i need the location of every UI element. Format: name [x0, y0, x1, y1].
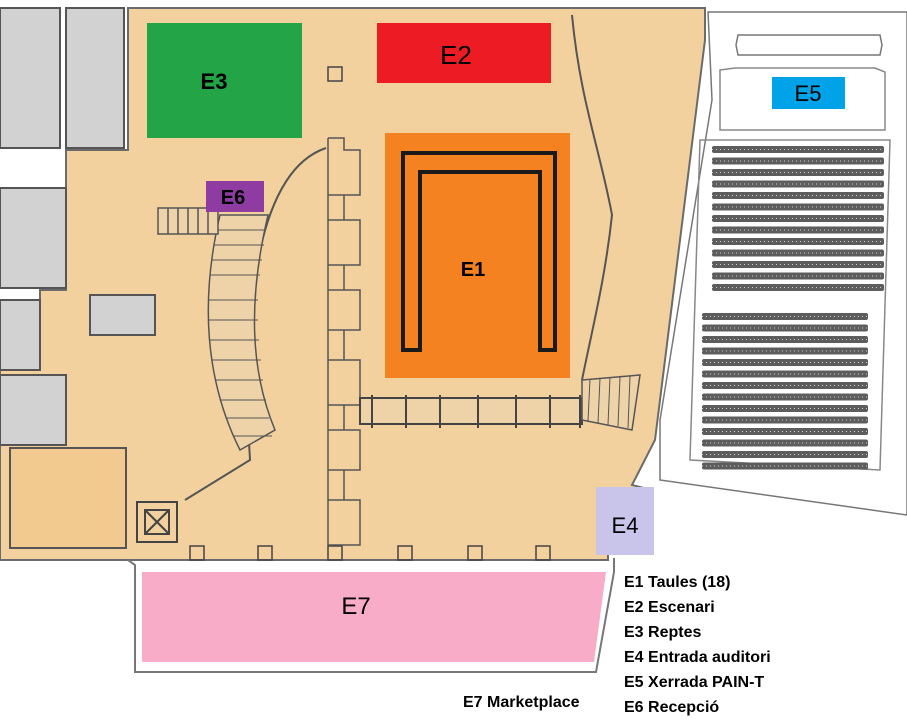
seat-row	[712, 238, 884, 245]
seat-row	[702, 382, 868, 389]
zone-e2[interactable]	[377, 23, 551, 83]
seat-row	[702, 324, 868, 332]
legend-item-e5: E5 Xerrada PAIN-T	[624, 674, 765, 691]
legend-item-e1: E1 Taules (18)	[624, 574, 731, 591]
seat-row	[702, 370, 868, 378]
legend-item-e4: E4 Entrada auditori	[624, 649, 771, 666]
legend-item-e6: E6 Recepció	[624, 699, 720, 716]
zone-e1[interactable]	[385, 133, 570, 378]
seat-row	[702, 439, 868, 447]
table-outline	[401, 151, 557, 352]
seat-row	[702, 347, 868, 355]
zone-e5-label: E5	[795, 81, 822, 106]
zone-e2-label: E2	[440, 40, 472, 70]
seat-row	[712, 272, 884, 280]
seat-row	[702, 428, 868, 435]
seat-row	[702, 416, 868, 424]
left-rooms	[0, 7, 156, 446]
central-partition	[327, 137, 361, 546]
elevator-icon	[136, 501, 178, 543]
legend: E1 Taules (18) E2 Escenari E3 Reptes E4 …	[624, 570, 771, 720]
zone-e6[interactable]	[206, 181, 264, 212]
seat-row	[712, 157, 884, 165]
auditorium-seats	[702, 146, 884, 470]
zone-e4[interactable]	[596, 487, 654, 555]
seat-row	[702, 393, 868, 401]
zone-e6-label: E6	[221, 187, 245, 209]
legend-item-e2: E2 Escenari	[624, 599, 715, 616]
legend-item-e7: E7 Marketplace	[463, 694, 580, 711]
seat-row	[702, 462, 868, 470]
curved-stair-steps	[209, 229, 272, 437]
zone-e4-label: E4	[612, 513, 639, 538]
seat-row	[712, 226, 884, 234]
zone-e5[interactable]	[772, 77, 845, 109]
zone-e7[interactable]	[142, 572, 606, 662]
right-stair-steps	[587, 375, 631, 429]
seat-row	[712, 249, 884, 257]
bridge	[359, 395, 583, 428]
zone-e3[interactable]	[147, 23, 302, 138]
legend-item-e3: E3 Reptes	[624, 624, 702, 641]
seat-row	[702, 451, 868, 458]
lower-wall	[127, 558, 615, 673]
seat-row	[712, 180, 884, 188]
seat-row	[712, 284, 884, 291]
right-stair	[581, 374, 641, 431]
zone-e3-label: E3	[201, 69, 228, 94]
zone-e1-label: E1	[461, 259, 485, 281]
columns	[189, 66, 551, 561]
seat-row	[712, 192, 884, 199]
seat-row	[702, 336, 868, 343]
seat-row	[712, 169, 884, 176]
left-stair	[157, 207, 219, 235]
seat-row	[702, 405, 868, 412]
auditorium	[659, 11, 907, 516]
curved-stair	[207, 214, 276, 452]
seat-row	[712, 215, 884, 222]
seat-row	[712, 261, 884, 268]
seat-row	[712, 203, 884, 211]
seat-row	[712, 146, 884, 153]
side-room	[9, 447, 127, 549]
right-wall	[571, 14, 614, 381]
seat-row	[702, 359, 868, 366]
zone-e7-label: E7	[341, 593, 370, 620]
seat-row	[702, 313, 868, 320]
